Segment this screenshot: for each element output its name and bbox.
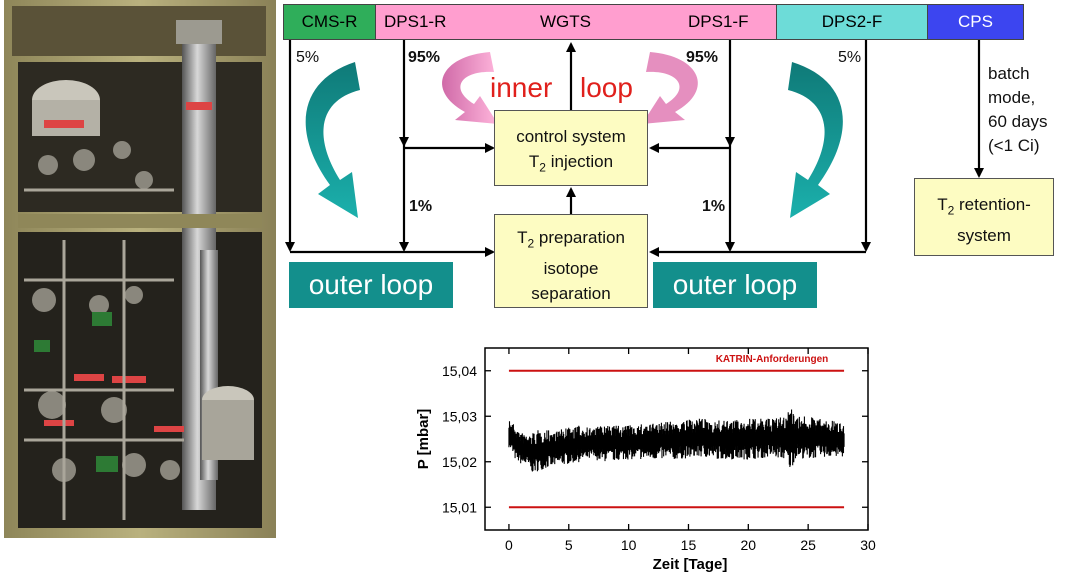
right-5-percent: 5%: [838, 49, 862, 66]
y-tick-label: 15,02: [442, 454, 477, 470]
outer-loop-right-arrow: [788, 62, 843, 218]
prep-t-sub: 2: [527, 236, 535, 251]
outer-loop-left-label: outer loop: [289, 262, 453, 308]
inner-loop-word2: loop: [580, 72, 633, 103]
batch-line-1: batch: [988, 64, 1030, 83]
x-tick-label: 10: [621, 537, 637, 553]
outer-loop-right-label: outer loop: [653, 262, 817, 308]
dps2-f-segment: [776, 4, 928, 40]
control-t-sub: 2: [539, 160, 546, 175]
pressure-trace: [508, 409, 845, 472]
left-95-percent: 95%: [408, 49, 441, 66]
y-tick-label: 15,04: [442, 363, 477, 379]
prep-line-2: isotope: [543, 259, 599, 279]
left-1-percent: 1%: [409, 198, 433, 215]
t2-preparation-box: T2 preparation isotope separation: [494, 214, 648, 308]
prep-preparation: preparation: [534, 228, 625, 247]
dps2-f-label: DPS2-F: [821, 12, 883, 31]
y-axis-label: P [mbar]: [415, 409, 432, 470]
outer-loop-left-arrow: [305, 62, 360, 218]
cps-label: CPS: [958, 12, 993, 31]
right-95-percent: 95%: [686, 49, 719, 66]
x-tick-label: 5: [565, 537, 573, 553]
batch-line-3: 60 days: [988, 112, 1048, 131]
x-tick-label: 15: [681, 537, 697, 553]
x-tick-label: 0: [505, 537, 513, 553]
retention-line-2: system: [957, 226, 1011, 246]
retention-t-sub: 2: [947, 203, 955, 218]
prep-t: T: [517, 228, 528, 247]
control-t: T: [528, 152, 540, 171]
x-tick-label: 30: [860, 537, 876, 553]
glovebox-photo: [4, 0, 276, 538]
dps1-wgts-segment: [375, 4, 777, 40]
axis-ticks: 0 5 10 15 20 25 30 15,01 15,02 15,03 15,04: [442, 348, 876, 553]
retention-word: retention-: [954, 195, 1031, 214]
pressure-series: [508, 409, 845, 472]
retention-t: T: [937, 195, 948, 214]
control-line-2: T2 injection: [495, 149, 647, 180]
wgts-label: WGTS: [540, 12, 591, 31]
batch-line-4: (<1 Ci): [988, 136, 1040, 155]
x-tick-label: 20: [741, 537, 757, 553]
flow-diagram-lines: [285, 40, 984, 257]
y-tick-label: 15,01: [442, 499, 477, 515]
dps1-r-label: DPS1-R: [384, 12, 447, 31]
right-1-percent: 1%: [702, 198, 726, 215]
inner-loop-word1: inner: [490, 72, 553, 103]
x-tick-label: 25: [800, 537, 816, 553]
pressure-chart: 0 5 10 15 20 25 30 15,01 15,02 15,03 15,04 KATRIN-…: [415, 347, 876, 573]
batch-line-2: mode,: [988, 88, 1036, 107]
t2-retention-box: T2 retention- system: [914, 178, 1054, 256]
control-injection: injection: [545, 152, 614, 171]
x-axis-label: Zeit [Tage]: [653, 556, 728, 573]
control-line-1: control system: [516, 127, 626, 146]
prep-line-3: separation: [531, 284, 611, 304]
dps1-f-label: DPS1-F: [688, 12, 749, 31]
prep-line-1: T2 preparation: [495, 225, 647, 256]
cms-r-label: CMS-R: [301, 12, 358, 31]
left-5-percent: 5%: [296, 49, 320, 66]
cms-r-segment: [283, 4, 376, 40]
y-tick-label: 15,03: [442, 408, 477, 424]
control-system-box: control system T2 injection: [494, 110, 648, 186]
inner-loop-left-arrow: [442, 52, 498, 124]
retention-line-1: T2 retention-: [915, 192, 1053, 223]
batch-mode-label: batch mode, 60 days (<1 Ci): [988, 62, 1048, 158]
limit-lines: [508, 369, 845, 509]
chart-annotation: KATRIN-Anforderungen: [716, 354, 829, 365]
inner-loop-right-arrow: [642, 52, 698, 124]
cps-segment: [927, 4, 1024, 40]
